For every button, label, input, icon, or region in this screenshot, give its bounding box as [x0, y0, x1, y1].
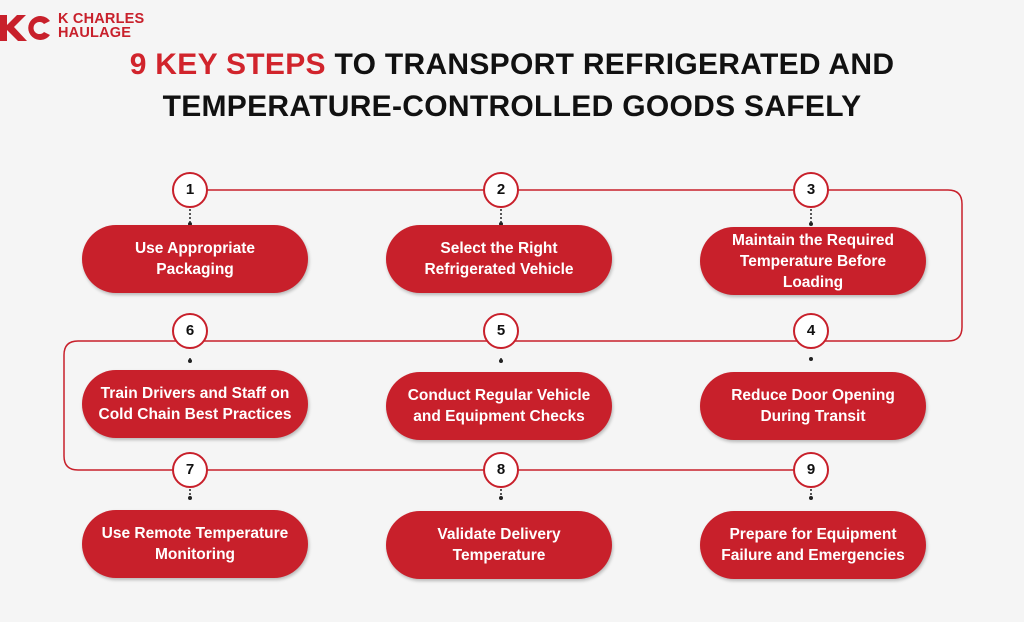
step-9-label: Prepare for Equipment Failure and Emerge… [700, 511, 926, 579]
step-8-number: 8 [483, 452, 519, 488]
brand-name: K CHARLES HAULAGE [58, 11, 145, 41]
step-4-number: 4 [793, 313, 829, 349]
brand-name-line2: HAULAGE [58, 25, 132, 41]
title-line1: 9 KEY STEPS TO TRANSPORT REFRIGERATED AN… [0, 44, 1024, 86]
page-title: 9 KEY STEPS TO TRANSPORT REFRIGERATED AN… [0, 44, 1024, 128]
step-2-number: 2 [483, 172, 519, 208]
step-7-label: Use Remote Temperature Monitoring [82, 510, 308, 578]
title-highlight: 9 KEY STEPS [129, 48, 326, 81]
title-line1-rest: TO TRANSPORT REFRIGERATED AND [325, 48, 895, 81]
step-6-number: 6 [172, 313, 208, 349]
title-line2: TEMPERATURE-CONTROLLED GOODS SAFELY [162, 90, 862, 123]
step-2-label: Select the Right Refrigerated Vehicle [386, 225, 612, 293]
step-3-label: Maintain the Required Temperature Before… [700, 227, 926, 295]
brand-name-line1: K CHARLES [58, 11, 145, 27]
connector-loop-left [63, 340, 190, 471]
kc-logo-mark [0, 15, 50, 41]
step-9-number: 9 [793, 452, 829, 488]
step-8-label: Validate Delivery Temperature [386, 511, 612, 579]
step-5-label: Conduct Regular Vehicle and Equipment Ch… [386, 372, 612, 440]
step-4-label: Reduce Door Opening During Transit [700, 372, 926, 440]
step-3-number: 3 [793, 172, 829, 208]
connector-loop-right [811, 189, 963, 342]
step-1-number: 1 [172, 172, 208, 208]
step-7-number: 7 [172, 452, 208, 488]
step-1-label: Use Appropriate Packaging [82, 225, 308, 293]
step-6-label: Train Drivers and Staff on Cold Chain Be… [82, 370, 308, 438]
brand-logo: K CHARLES HAULAGE [0, 10, 160, 44]
step-5-number: 5 [483, 313, 519, 349]
